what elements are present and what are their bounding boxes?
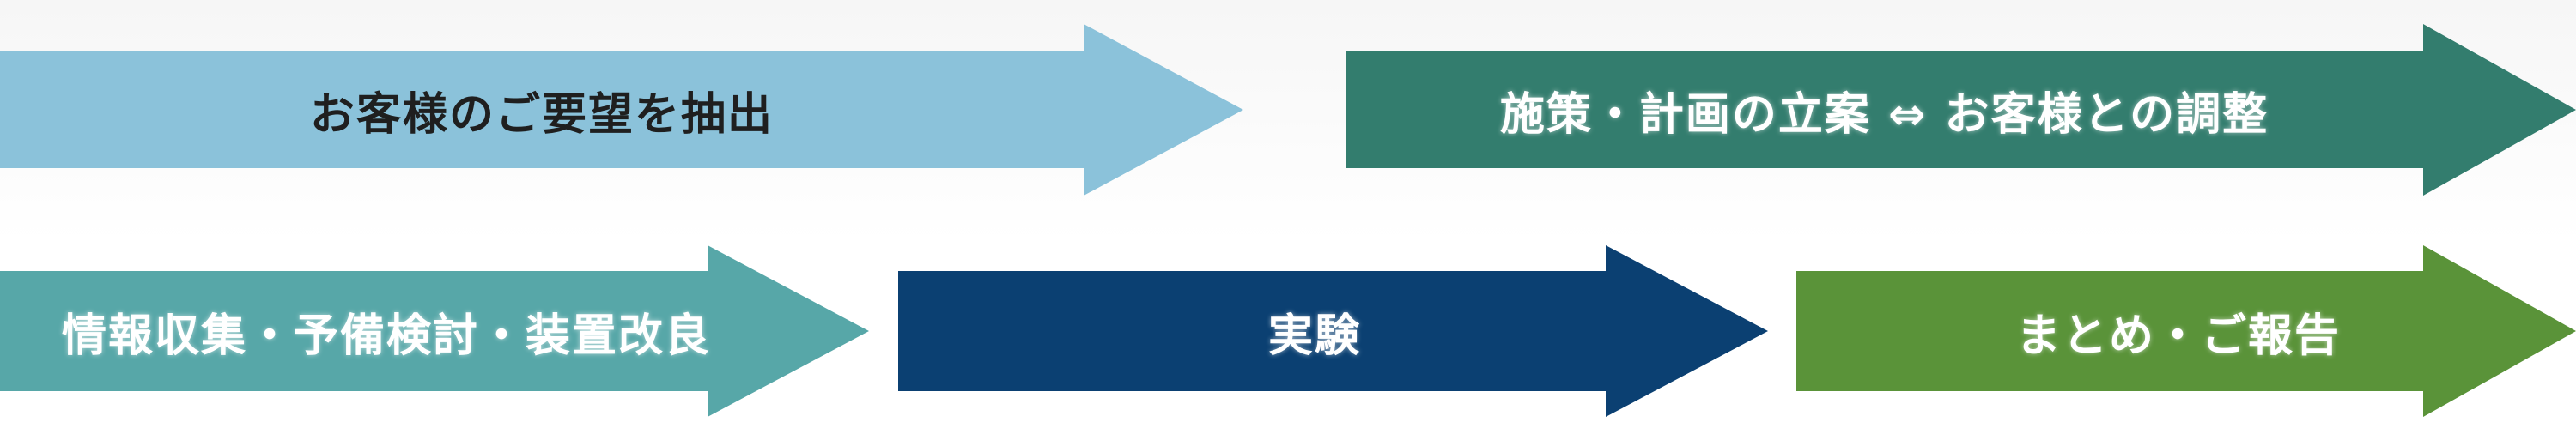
arrow-shape <box>0 24 1243 196</box>
step-arrow-experiment: 実験 <box>898 245 1768 417</box>
step-arrow-report: まとめ・ご報告 <box>1796 245 2576 417</box>
arrow-shape <box>898 245 1768 417</box>
arrow-shape <box>0 245 869 417</box>
step-label: 実験 <box>1267 310 1361 362</box>
step-label: お客様のご要望を抽出 <box>309 88 774 141</box>
step-arrow-research: 情報収集・予備検討・装置改良 <box>0 245 869 417</box>
step-label: まとめ・ご報告 <box>2015 310 2341 362</box>
step-arrow-planning: 施策・計画の立案 ⇔ お客様との調整 <box>1346 24 2576 196</box>
step-label: 情報収集・予備検討・装置改良 <box>61 310 711 362</box>
arrow-shape <box>1796 245 2576 417</box>
step-arrow-requirements: お客様のご要望を抽出 <box>0 24 1243 196</box>
step-label: 施策・計画の立案 ⇔ お客様との調整 <box>1499 88 2269 141</box>
arrow-shape <box>1346 24 2576 196</box>
